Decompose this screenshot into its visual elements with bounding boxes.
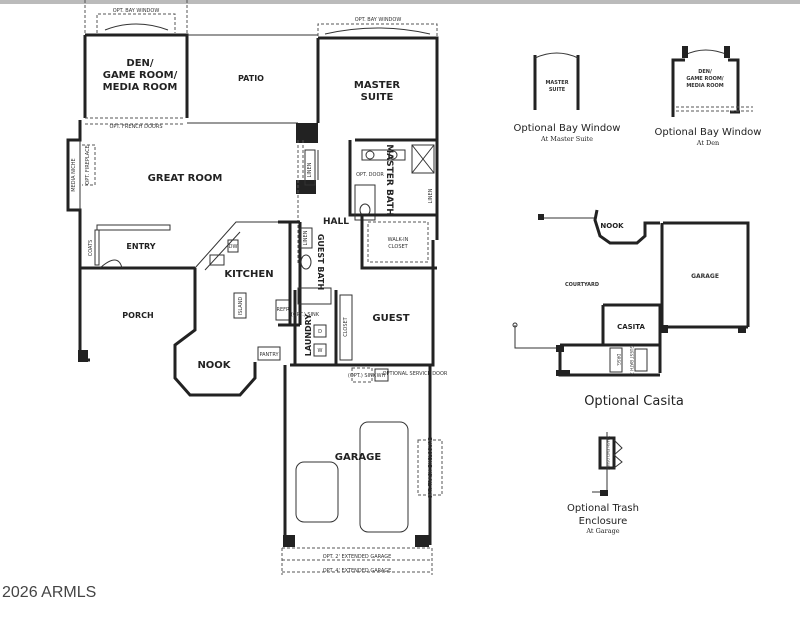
trash-caption: Optional Trash [567,503,639,514]
opt-bay-window-master-label: OPT. BAY WINDOW [355,17,402,23]
guest-bath-label: GUEST BATH [316,234,325,290]
casita-guest-bath-label: GUEST BATH 3 [629,345,634,375]
kitchen-counter [194,221,280,271]
option-bay-den: DEN/ GAME ROOM/ MEDIA ROOM Optional Bay … [655,46,762,147]
opt-sink-laundry-label: (OPT.) SINK [291,312,320,318]
laundry-label: LAUNDRY [304,314,313,357]
trash-subcaption: At Garage [585,527,619,535]
opt-2-extended-garage-label: OPT. 2' EXTENDED GARAGE [323,554,392,560]
master-suite-walls [316,36,439,240]
entry-walls [78,225,195,270]
bay-den-room-label: DEN/ [698,69,712,75]
main-floor-plan: OPT. BAY WINDOW OPT. BAY WINDOW OPT. FRE… [66,0,448,575]
scan-edge [0,0,800,4]
bay-den-caption: Optional Bay Window [655,127,762,138]
bay-den-subcaption: At Den [696,139,720,147]
opt-door-label: OPT. DOOR [356,172,384,178]
bay-den-room-label: MEDIA ROOM [686,83,723,89]
coats-label: COATS [88,240,94,257]
courtyard-label: COURTYARD [565,282,599,288]
hall-label: HALL [323,217,349,227]
island-label: ISLAND [238,297,244,316]
casita-garage-label: GARAGE [691,273,719,280]
opt-sink-garage-label: (OPT.) SINK [348,373,377,379]
bay-master-caption: Optional Bay Window [514,123,621,134]
linen-label-2: LINEN [428,188,434,203]
washer-label: W [318,348,323,354]
refr-label: REFR [277,307,291,313]
opt-bay-window-den-label: OPT. BAY WINDOW [113,8,160,14]
trash-caption: Enclosure [579,516,628,527]
patio-label: PATIO [238,74,264,83]
den-label: DEN/ [126,58,154,69]
porch-label: PORCH [122,311,153,320]
garage-walls [283,365,432,545]
linen-label-3: LINEN [303,230,309,245]
island [233,292,247,319]
dresser-label: DRSG. [616,354,621,367]
trash-enclosure-label: TRASH ENCLOSURE [606,435,610,470]
pantry-label: PANTRY [259,352,279,358]
bay-master-subcaption: At Master Suite [540,135,593,143]
great-room-label: GREAT ROOM [148,173,223,184]
patio-outline [187,34,318,124]
bay-den-room-label: GAME ROOM/ [686,76,723,82]
option-casita: NOOK COURTYARD GARAGE CASITA DRSG. GUEST… [512,209,750,409]
opt-4-extended-garage-label: OPT. 4' EXTENDED GARAGE [323,568,392,574]
bay-master-room-label: SUITE [549,87,566,93]
den-label: GAME ROOM/ [103,70,178,81]
master-bath-label: MASTER BATH [384,144,394,216]
bay-master-room-label: MASTER [545,80,568,86]
opt-french-doors-label: OPT. FRENCH DOORS [109,124,162,130]
truck-icon [359,421,409,533]
opt-fireplace-label: OPT. FIREPLACE [85,145,91,184]
casita-label: CASITA [617,323,645,331]
option-bay-master: MASTER SUITE Optional Bay Window At Mast… [514,52,621,143]
nook-label: NOOK [197,360,231,371]
walk-in-closet-label: CLOSET [388,244,408,250]
kitchen-label: KITCHEN [224,269,273,280]
watermark: 2026 ARMLS [2,584,96,601]
dw-label: DW [229,244,238,250]
linen-label-1: LINEN [307,162,313,177]
garage-label: GARAGE [335,452,382,463]
dryer-label: D [318,329,322,335]
casita-caption: Optional Casita [584,394,684,409]
water-heater-label: WH [377,373,386,379]
car-icon [295,461,339,523]
opt-bay-window-den [84,0,188,33]
option-trash-enclosure: TRASH ENCLOSURE Optional Trash Enclosure… [567,432,639,535]
guest-label: GUEST [372,313,409,324]
master-suite-label: MASTER [354,80,401,91]
closet-label: CLOSET [343,316,349,336]
casita-nook-label: NOOK [600,222,624,230]
nook-bay-walls [173,268,257,397]
master-suite-label: SUITE [361,92,394,103]
media-niche-label: MEDIA NICHE [71,158,77,191]
walk-in-closet-label: WALK-IN [388,237,409,243]
entry-label: ENTRY [126,242,155,251]
opt-service-door-label: OPTIONAL SERVICE DOOR [383,371,448,377]
opt-trash-enclosure-label: OPT. TRASH ENCLOSURE [428,437,434,498]
den-label: MEDIA ROOM [103,82,178,93]
opt-bay-window-master [317,23,438,36]
